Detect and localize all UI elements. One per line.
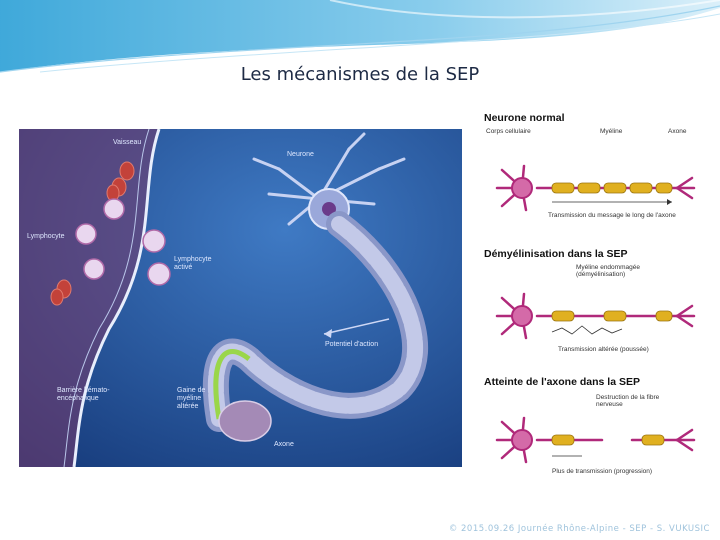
label-axone-normal: Axone xyxy=(668,128,687,135)
label-neurone: Neurone xyxy=(287,151,314,158)
demyelinated-neuron-drawing xyxy=(495,292,696,340)
label-myeline-endommagee: Myéline endommagée (démyélinisation) xyxy=(576,264,640,278)
section-title-atteinte-axone: Atteinte de l'axone dans la SEP xyxy=(484,376,640,388)
label-lymphocyte-active: Lymphocyte activé xyxy=(174,256,212,271)
label-transmission-normale: Transmission du message le long de l'axo… xyxy=(548,212,676,219)
normal-neuron-drawing xyxy=(495,164,696,212)
section-title-normal: Neurone normal xyxy=(484,112,565,124)
label-gaine-myeline: Gaine de myéline altérée xyxy=(177,387,206,410)
label-barriere: Barrière hémato-encéphalique xyxy=(57,387,110,402)
ms-mechanism-illustration: Vaisseau Neurone Lymphocyte Lymphocyte a… xyxy=(19,129,462,467)
label-myeline: Myéline xyxy=(600,128,623,135)
label-transmission-alteree: Transmission altérée (poussée) xyxy=(558,346,649,353)
header-swoosh xyxy=(0,0,720,73)
slide-title: Les mécanismes de la SEP xyxy=(240,64,480,85)
neuron-states-diagram: Neurone normal Corps cellulaire Myéline … xyxy=(478,108,708,488)
damaged-axon-neuron-drawing xyxy=(495,416,696,464)
label-vaisseau: Vaisseau xyxy=(113,139,142,146)
label-destruction-fibre: Destruction de la fibre nerveuse xyxy=(596,394,660,408)
label-corps-cellulaire: Corps cellulaire xyxy=(486,128,531,135)
label-potentiel-action: Potentiel d'action xyxy=(325,341,379,348)
label-axone: Axone xyxy=(274,441,294,448)
section-title-demyelinisation: Démyélinisation dans la SEP xyxy=(484,248,628,260)
footer-credit: © 2015.09.26 Journée Rhône-Alpine - SEP … xyxy=(448,524,710,534)
label-plus-de-transmission: Plus de transmission (progression) xyxy=(552,468,653,475)
neuron-illustration xyxy=(19,129,462,467)
label-lymphocyte: Lymphocyte xyxy=(27,233,65,240)
